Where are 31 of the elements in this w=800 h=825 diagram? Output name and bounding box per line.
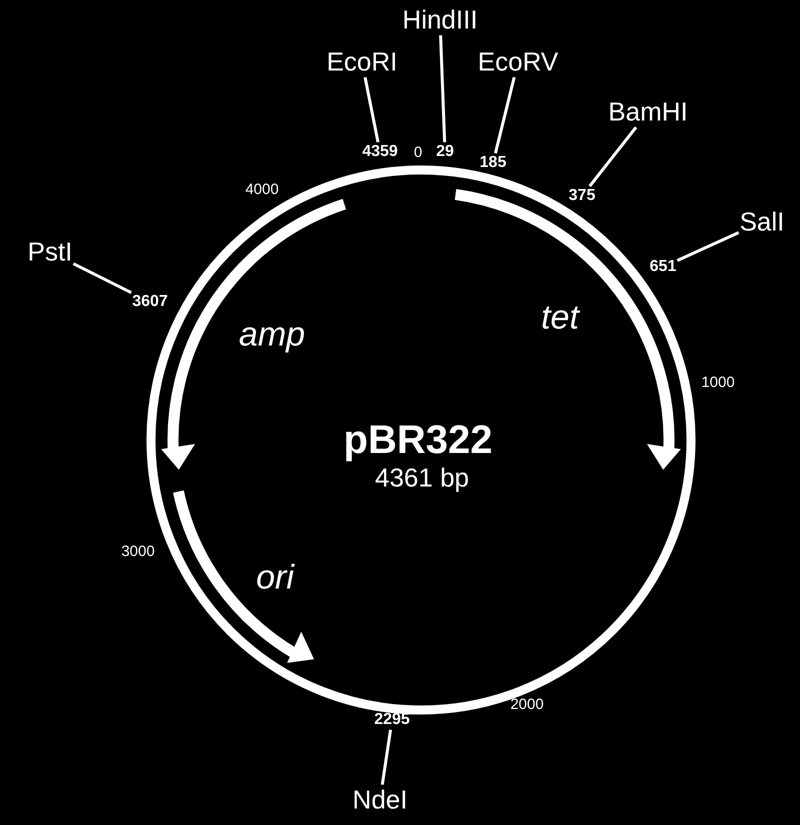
scale-label: 3000 <box>121 544 155 560</box>
leader-line <box>494 76 516 154</box>
scale-label: 0 <box>414 144 422 162</box>
leader-line <box>364 77 380 142</box>
gene-label: amp <box>238 316 306 354</box>
plasmid-size: 4361 bp <box>375 464 469 492</box>
enzyme-label: EcoRI <box>326 48 398 76</box>
leader-line <box>380 730 392 785</box>
leader-line <box>676 231 740 262</box>
leader-line <box>72 262 132 294</box>
position-number: 4359 <box>362 143 398 161</box>
position-number: 185 <box>480 154 506 172</box>
position-number: 3607 <box>132 293 168 311</box>
position-number: 2295 <box>374 711 410 729</box>
enzyme-label: SalI <box>740 208 784 236</box>
plasmid-name: pBR322 <box>344 418 492 462</box>
gene-label: tet <box>541 299 579 337</box>
position-number: 29 <box>436 143 454 161</box>
enzyme-label: PstI <box>28 238 72 266</box>
position-number: 651 <box>650 258 676 276</box>
enzyme-label: BamHI <box>608 98 688 126</box>
enzyme-label: NdeI <box>352 786 408 814</box>
enzyme-label: EcoRV <box>478 48 558 76</box>
scale-label: 4000 <box>245 182 279 198</box>
leader-line <box>439 35 446 142</box>
leader-line <box>588 126 638 188</box>
gene-label: ori <box>256 559 294 597</box>
scale-label: 1000 <box>701 374 735 392</box>
position-number: 375 <box>568 187 596 205</box>
enzyme-label: HindIII <box>402 6 478 34</box>
scale-label: 2000 <box>510 696 544 714</box>
